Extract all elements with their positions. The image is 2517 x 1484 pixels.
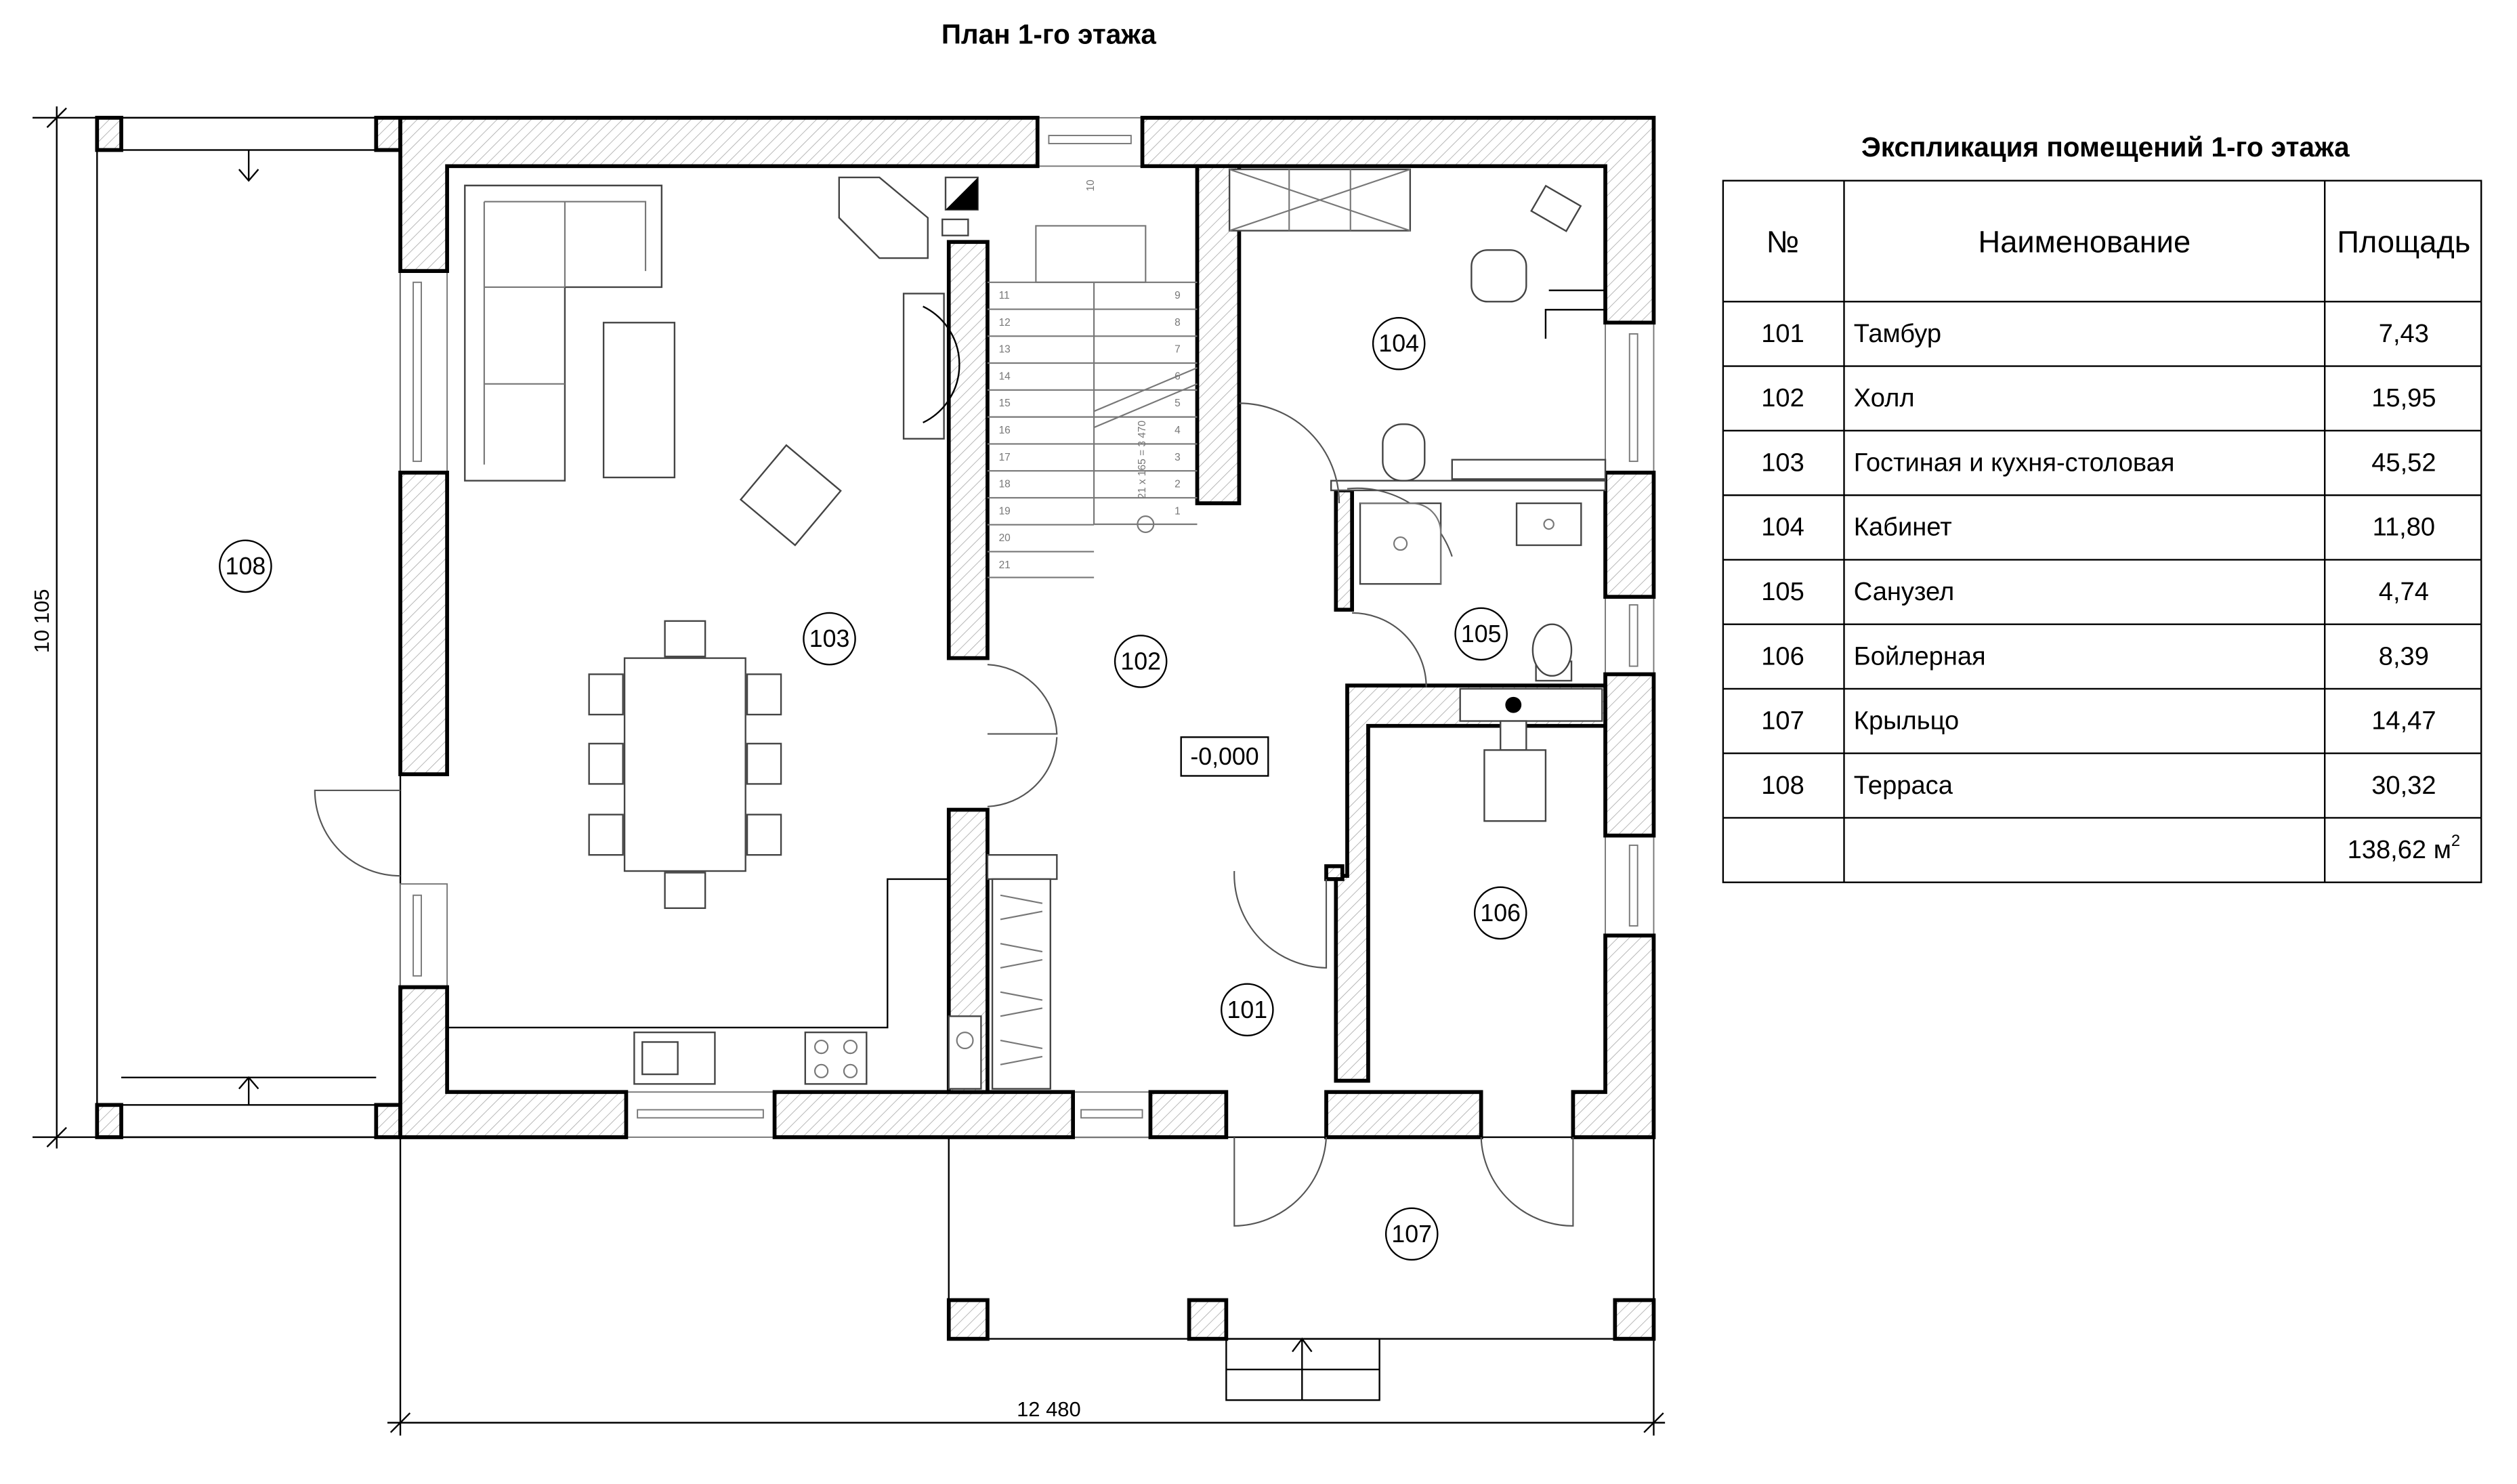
room-105-label: 105	[1454, 607, 1508, 661]
row-number: 107	[1761, 707, 1804, 736]
header-number: №	[1767, 225, 1800, 259]
row-area: 14,47	[2371, 707, 2436, 736]
dimension-width-label: 12 480	[1017, 1397, 1081, 1421]
kitchen-counter	[447, 878, 949, 1029]
svg-text:106: 106	[1480, 899, 1521, 927]
row-name: Тамбур	[1854, 320, 1941, 348]
svg-text:104: 104	[1378, 330, 1419, 357]
row-area: 4,74	[2379, 578, 2429, 606]
walls	[398, 115, 1656, 1139]
staircase: 10 21 x 165 = 3 470 11121314151617181920…	[987, 179, 1198, 578]
tv	[902, 293, 945, 440]
stair-step-number: 11	[999, 290, 1010, 301]
dimension-vertical: 10 105	[30, 106, 98, 1149]
header-name: Наименование	[1979, 225, 2191, 259]
stair-step-number: 18	[999, 479, 1011, 490]
stair-step-number: 15	[999, 398, 1011, 409]
stair-step-number: 3	[1175, 452, 1181, 463]
room-108-label: 108	[219, 539, 272, 593]
svg-text:101: 101	[1227, 996, 1268, 1023]
room-102-label: 102	[1114, 635, 1168, 688]
svg-text:105: 105	[1461, 620, 1502, 648]
stair-step-number: 5	[1175, 398, 1181, 409]
svg-text:102: 102	[1120, 648, 1161, 675]
row-name: Бойлерная	[1854, 642, 1986, 671]
windows	[400, 116, 1655, 1138]
stair-step-number: 8	[1175, 317, 1181, 328]
plan-title: План 1-го этажа	[942, 18, 1157, 49]
room-104-label: 104	[1372, 316, 1426, 370]
stair-step-number: 7	[1175, 344, 1181, 356]
stair-step-number: 20	[999, 532, 1011, 544]
wardrobe	[991, 878, 1051, 1090]
dimension-horizontal: 12 480	[387, 1137, 1666, 1436]
row-name: Гостиная и кухня-столовая	[1854, 448, 2175, 477]
svg-text:-0,000: -0,000	[1190, 743, 1258, 770]
stair-step-number: 16	[999, 425, 1011, 436]
svg-text:107: 107	[1391, 1221, 1432, 1248]
stair-step-number: 21	[999, 559, 1011, 571]
row-name: Кабинет	[1854, 513, 1952, 542]
dimension-height-label: 10 105	[30, 589, 54, 654]
row-name: Холл	[1854, 384, 1915, 412]
stair-note: 21 x 165 = 3 470	[1137, 421, 1148, 499]
row-name: Крыльцо	[1854, 707, 1959, 736]
row-number: 103	[1761, 448, 1804, 477]
row-area: 15,95	[2371, 384, 2436, 412]
armchair	[739, 444, 842, 547]
stair-landing-number: 10	[1085, 179, 1097, 191]
row-number: 105	[1761, 578, 1804, 606]
total-area: 138,62 м2	[2348, 831, 2461, 864]
coffee-table	[602, 322, 676, 479]
stair-step-number: 2	[1175, 479, 1181, 490]
row-number: 106	[1761, 642, 1804, 671]
room-107-label: 107	[1384, 1207, 1439, 1261]
bathroom-fixtures	[1359, 502, 1582, 682]
row-name: Санузел	[1854, 578, 1954, 606]
stair-step-number: 6	[1175, 370, 1181, 382]
row-number: 101	[1761, 320, 1804, 348]
row-area: 7,43	[2379, 320, 2429, 348]
svg-text:108: 108	[226, 553, 266, 580]
stair-step-number: 19	[999, 505, 1011, 517]
stove	[804, 1031, 868, 1085]
explication-table: Экспликация помещений 1-го этажа № Наиме…	[1722, 131, 2482, 883]
row-name: Терраса	[1854, 771, 1953, 800]
porch	[946, 1136, 1656, 1401]
header-area: Площадь	[2337, 225, 2470, 259]
stair-step-number: 13	[999, 344, 1011, 356]
row-number: 104	[1761, 513, 1804, 542]
office-furniture	[1228, 168, 1607, 482]
fireplace	[838, 176, 929, 259]
room-106-label: 106	[1473, 886, 1527, 940]
row-area: 11,80	[2373, 513, 2436, 542]
terrace	[95, 115, 402, 1139]
elevation-mark: -0,000	[1180, 736, 1269, 777]
stair-step-number: 9	[1175, 290, 1181, 301]
furniture	[447, 168, 1607, 1090]
stair-step-number: 14	[999, 370, 1011, 382]
row-area: 30,32	[2371, 771, 2436, 800]
stair-step-number: 17	[999, 452, 1011, 463]
explication-title: Экспликация помещений 1-го этажа	[1861, 131, 2350, 163]
row-area: 45,52	[2371, 448, 2436, 477]
row-area: 8,39	[2379, 642, 2429, 671]
row-number: 102	[1761, 384, 1804, 412]
room-103-label: 103	[803, 612, 856, 666]
stair-step-number: 4	[1175, 425, 1181, 436]
svg-text:103: 103	[809, 625, 850, 652]
dining-set	[588, 620, 782, 909]
boiler	[1459, 687, 1603, 822]
row-number: 108	[1761, 771, 1804, 800]
room-101-label: 101	[1221, 983, 1274, 1037]
room-labels: 108 103 102 104 105 106 101 107 -0,000	[219, 316, 1527, 1261]
stair-step-number: 1	[1175, 505, 1181, 517]
stair-step-number: 12	[999, 317, 1011, 328]
